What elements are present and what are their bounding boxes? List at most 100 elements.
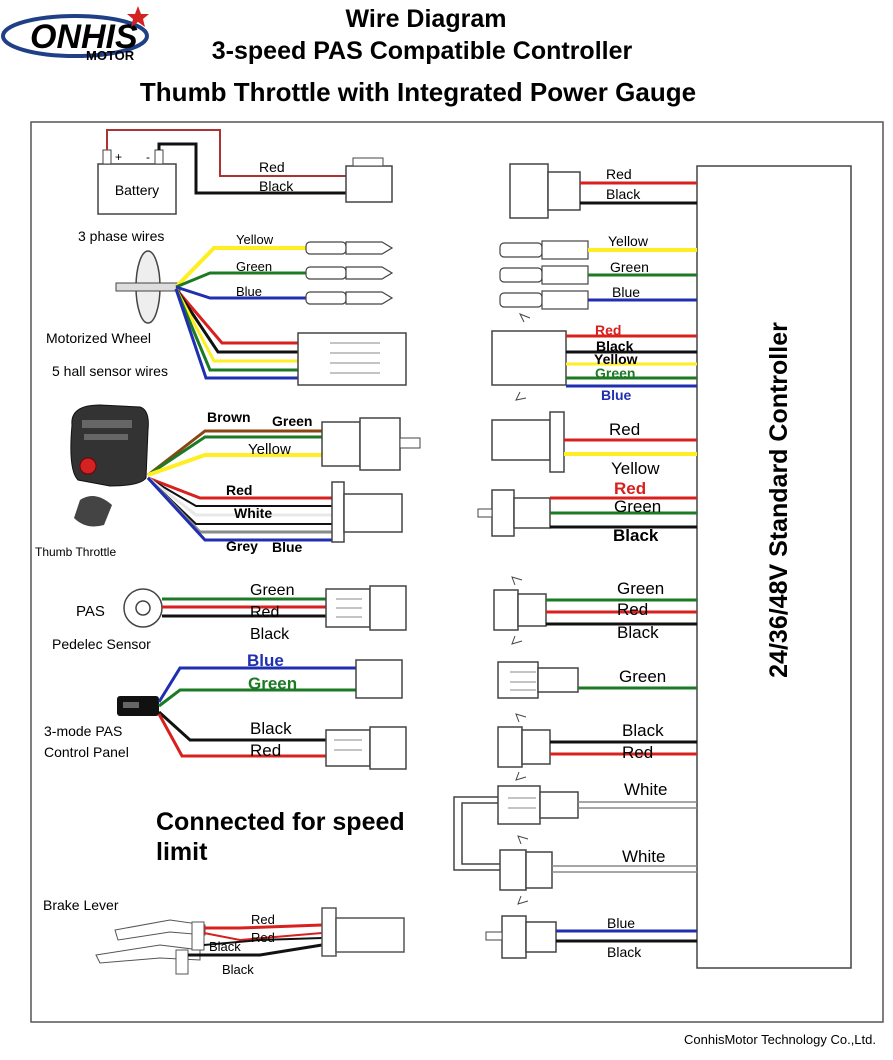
right-battery-black: Black xyxy=(606,186,641,202)
right-battery-connector xyxy=(509,163,549,219)
throttle-connector-a xyxy=(321,421,361,467)
pas-green-label: Green xyxy=(250,582,294,599)
title-line-1: Wire Diagram xyxy=(346,5,507,33)
throttle-connector-b xyxy=(331,481,345,543)
right-brake-group: Blue Black xyxy=(485,915,697,960)
right-throttle-yellow: Yellow xyxy=(611,459,660,478)
phase-yellow-label: Yellow xyxy=(236,232,274,247)
brake-lever-icon-1 xyxy=(114,919,206,941)
right-brake-connector xyxy=(501,915,527,959)
battery-connector xyxy=(345,165,393,203)
right-phase-yellow: Yellow xyxy=(608,233,649,249)
right-speed-connector-1 xyxy=(497,785,541,825)
right-phase-blue: Blue xyxy=(612,284,640,300)
thumb-throttle-icon xyxy=(70,404,149,487)
right-brake-blue: Blue xyxy=(607,915,635,931)
throttle-grey-label: Grey xyxy=(226,538,258,554)
right-speed-white-1: White xyxy=(624,780,667,799)
phase-blue-label: Blue xyxy=(236,284,262,299)
right-panel-red: Red xyxy=(622,743,653,762)
right-phase-connectors xyxy=(499,240,589,310)
right-throttle-b-group: Red Green Black xyxy=(477,479,697,545)
right-speed-white-2: White xyxy=(622,847,665,866)
brake-red-label-1: Red xyxy=(251,912,275,927)
logo-sub-text: MOTOR xyxy=(86,48,135,63)
right-brake-black: Black xyxy=(607,944,642,960)
speed-limit-line-2: limit xyxy=(156,838,208,866)
right-hall-green: Green xyxy=(595,365,635,381)
panel-group: 3-mode PAS Control Panel Blue Green Blac… xyxy=(44,651,407,770)
panel-connector-b xyxy=(325,729,371,767)
panel-label-2: Control Panel xyxy=(44,744,129,760)
panel-blue-label: Blue xyxy=(247,651,284,670)
right-pas-black: Black xyxy=(617,623,659,642)
panel-black-label: Black xyxy=(250,719,292,738)
pas-sensor-icon xyxy=(123,588,163,628)
right-throttle-b-green: Green xyxy=(614,497,661,516)
right-throttle-a-group: Red Yellow xyxy=(491,411,697,478)
thumb-throttle-label: Thumb Throttle xyxy=(35,545,116,559)
throttle-red-label: Red xyxy=(226,482,252,498)
right-pas-connector xyxy=(493,589,519,631)
panel-green-label: Green xyxy=(248,674,297,693)
brake-group: Brake Lever Red Red Black Black xyxy=(43,897,405,977)
brake-red-label-2: Red xyxy=(251,930,275,945)
right-throttle-red: Red xyxy=(609,420,640,439)
battery-group: + - Battery Red Black xyxy=(97,129,393,215)
right-hall-connector xyxy=(491,330,567,386)
throttle-group: Thumb Throttle Brown Green Yellow Red Wh… xyxy=(35,404,421,559)
right-battery-red: Red xyxy=(606,166,632,182)
panel-label-1: 3-mode PAS xyxy=(44,723,122,739)
throttle-blue-label: Blue xyxy=(272,539,303,555)
phase-green-label: Green xyxy=(236,259,272,274)
brake-black-label-1: Black xyxy=(209,939,241,954)
right-speed-connector-2 xyxy=(499,849,527,891)
throttle-brown-label: Brown xyxy=(207,409,251,425)
brake-black-label-2: Black xyxy=(222,962,254,977)
footer-copyright: ConhisMotor Technology Co.,Ltd. xyxy=(684,1032,876,1047)
battery-minus: - xyxy=(146,150,150,164)
controller-label: 24/36/48V Standard Controller xyxy=(765,322,793,678)
battery-plus: + xyxy=(115,150,122,164)
pedelec-sensor-label: Pedelec Sensor xyxy=(52,636,151,652)
right-hall-blue: Blue xyxy=(601,387,632,403)
right-throttle-b-red: Red xyxy=(614,479,646,498)
controller-box xyxy=(696,165,852,969)
battery-black-label: Black xyxy=(259,178,294,194)
throttle-white-label: White xyxy=(234,505,272,521)
right-throttle-connector-a xyxy=(491,419,551,461)
right-panel-connector-a xyxy=(497,661,539,699)
right-panel-black: Black xyxy=(622,721,664,740)
throttle-green-label: Green xyxy=(272,413,312,429)
speed-limit-line-1: Connected for speed xyxy=(156,808,405,836)
right-hall-group: Red Black Yellow Green Blue xyxy=(491,313,697,403)
phase-bullet-connectors xyxy=(305,241,394,305)
right-panel-a-group: Green xyxy=(497,661,697,699)
panel-connector-a xyxy=(355,659,403,699)
motor-group: 3 phase wires Motorized Wheel 5 hall sen… xyxy=(46,228,407,386)
hall-connector-left xyxy=(297,332,407,386)
pas-red-label: Red xyxy=(250,604,279,621)
right-throttle-b-black: Black xyxy=(613,526,659,545)
right-speed-group: White White xyxy=(453,780,697,905)
pas-label: PAS xyxy=(76,603,105,620)
hall-sensor-label: 5 hall sensor wires xyxy=(52,363,168,379)
right-throttle-connector-b xyxy=(491,489,515,537)
pas-black-label: Black xyxy=(250,626,290,643)
right-hall-yellow: Yellow xyxy=(594,351,638,367)
right-panel-connector-b xyxy=(497,726,523,768)
title-line-2: 3-speed PAS Compatible Controller xyxy=(212,37,633,65)
right-pas-red: Red xyxy=(617,600,648,619)
throttle-yellow-label: Yellow xyxy=(248,441,291,458)
panel-red-label: Red xyxy=(250,741,281,760)
right-pas-green: Green xyxy=(617,579,664,598)
logo: ONHIS MOTOR xyxy=(1,6,149,63)
pas-group: PAS Pedelec Sensor Green Red Black xyxy=(52,582,407,652)
right-panel-green: Green xyxy=(619,667,666,686)
battery-label: Battery xyxy=(115,182,159,198)
battery-icon xyxy=(97,163,177,215)
brake-connector-left xyxy=(321,907,337,957)
brake-lever-icon-2 xyxy=(95,944,201,964)
right-panel-b-group: Black Red xyxy=(497,713,697,781)
